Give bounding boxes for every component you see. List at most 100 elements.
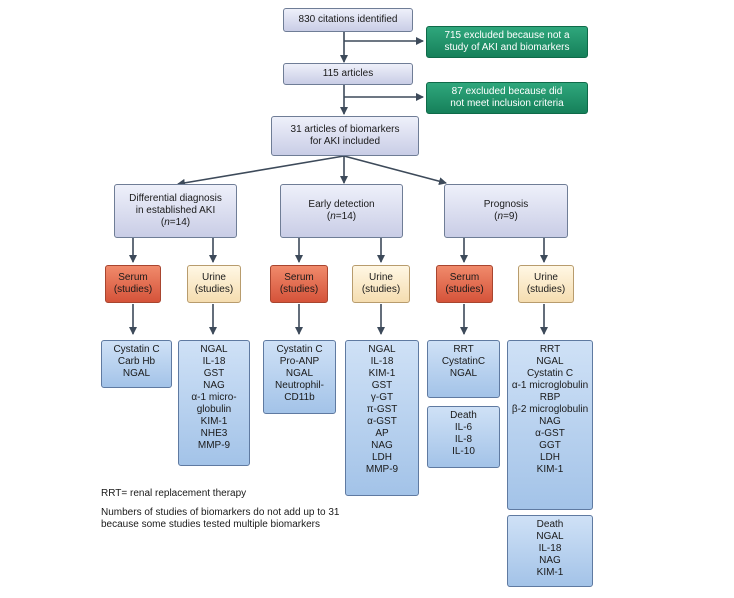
biomarker-item: Neutrophil-: [275, 380, 324, 391]
prog-urine-death-biomarkers: Death NGAL IL-18 NAG KIM-1: [507, 515, 593, 587]
included-box: 31 articles of biomarkers for AKI includ…: [271, 116, 419, 156]
diff-serum-box: Serum (studies): [105, 265, 161, 303]
differential-line-1: Differential diagnosis: [129, 193, 222, 204]
identified-box: 830 citations identified: [283, 8, 413, 32]
biomarker-item: NGAL: [368, 344, 396, 355]
biomarker-item: NGAL: [536, 356, 564, 367]
prog-serum-death-biomarkers: Death IL-6 IL-8 IL-10: [427, 406, 500, 468]
biomarker-item: Death: [450, 410, 477, 421]
biomarker-item: α-1 micro-: [191, 392, 237, 403]
prog-urine-rrt-biomarkers: RRT NGAL Cystatin C α-1 microglobulin RB…: [507, 340, 593, 510]
biomarker-item: α-GST: [535, 428, 565, 439]
prognosis-line-1: Prognosis: [483, 199, 529, 210]
arrow-to-differential: [177, 155, 345, 187]
serum-label: Serum: [284, 272, 314, 283]
biomarker-item: GST: [203, 368, 225, 379]
rrt-footnote: RRT= renal replacement therapy: [101, 488, 247, 499]
biomarker-item: KIM-1: [368, 368, 396, 379]
biomarker-item: NGAL: [122, 368, 151, 379]
early-line-1: Early detection: [308, 199, 375, 210]
urine-sub: (studies): [526, 284, 566, 295]
serum-sub: (studies): [445, 284, 484, 295]
biomarker-item: IL-6: [454, 422, 473, 433]
biomarker-item: CystatinC: [441, 356, 486, 367]
prog-serum-rrt-biomarkers: RRT CystatinC NGAL: [427, 340, 500, 398]
excluded2-line-2: not meet inclusion criteria: [450, 98, 564, 109]
prog-urine-box: Urine (studies): [518, 265, 574, 303]
biomarker-item: KIM-1: [536, 567, 564, 578]
biomarker-item: LDH: [539, 452, 560, 463]
biomarker-item: IL-18: [370, 356, 394, 367]
early-urine-biomarkers: NGAL IL-18 KIM-1 GST γ-GT π-GST α-GST AP…: [345, 340, 419, 496]
biomarker-item: π-GST: [366, 404, 398, 415]
articles-text: 115 articles: [322, 68, 374, 79]
biomarker-item: IL-18: [202, 356, 226, 367]
early-serum-biomarkers: Cystatin C Pro-ANP NGAL Neutrophil- CD11…: [263, 340, 336, 414]
serum-label: Serum: [449, 272, 480, 283]
category-prognosis: Prognosis (n=9): [444, 184, 568, 238]
biomarker-item: AP: [375, 428, 389, 439]
excluded2-line-1: 87 excluded because did: [451, 86, 563, 97]
differential-line-2: in established AKI: [135, 205, 216, 216]
biomarker-item: MMP-9: [197, 440, 231, 451]
biomarker-item: CD11b: [284, 392, 315, 403]
early-count: (n=14): [326, 211, 357, 222]
biomarker-item: α-GST: [367, 416, 397, 427]
biomarker-item: GST: [371, 380, 393, 391]
biomarker-item: IL-18: [538, 543, 562, 554]
biomarker-item: Carb Hb: [117, 356, 156, 367]
biomarker-item: globulin: [196, 404, 232, 415]
biomarker-item: RRT: [453, 344, 474, 355]
category-differential-diagnosis: Differential diagnosis in established AK…: [114, 184, 237, 238]
excluded1-line-2: study of AKI and biomarkers: [444, 42, 570, 53]
biomarker-item: γ-GT: [370, 392, 394, 403]
urine-label: Urine: [202, 272, 226, 283]
differential-count: (n=14): [160, 217, 191, 228]
diff-urine-box: Urine (studies): [187, 265, 241, 303]
biomarker-item: KIM-1: [200, 416, 228, 427]
biomarker-item: NAG: [203, 380, 225, 391]
serum-sub: (studies): [113, 284, 153, 295]
biomarker-item: MMP-9: [365, 464, 399, 475]
prognosis-count: (n=9): [494, 211, 518, 222]
excluded1-line-1: 715 excluded because not a: [444, 30, 570, 41]
biomarker-item: NGAL: [449, 368, 478, 379]
serum-sub: (studies): [279, 284, 319, 295]
biomarker-item: NGAL: [200, 344, 228, 355]
biomarker-item: Cystatin C: [276, 344, 323, 355]
biomarker-item: Cystatin C: [113, 344, 160, 355]
early-urine-box: Urine (studies): [352, 265, 410, 303]
biomarker-item: β-2 microglobulin: [511, 404, 589, 415]
count-footnote-line-1: Numbers of studies of biomarkers do not …: [101, 507, 340, 518]
biomarker-item: Cystatin C: [526, 368, 574, 379]
biomarker-item: RBP: [539, 392, 561, 403]
diff-urine-biomarkers: NGAL IL-18 GST NAG α-1 micro- globulin K…: [178, 340, 250, 466]
count-footnote: Numbers of studies of biomarkers do not …: [101, 507, 339, 531]
biomarker-item: Death: [536, 519, 564, 530]
count-footnote-line-2: because some studies tested multiple bio…: [101, 519, 320, 530]
biomarker-item: α-1 microglobulin: [511, 380, 589, 391]
included-line-1: 31 articles of biomarkers: [290, 124, 400, 135]
serum-label: Serum: [118, 272, 148, 283]
biomarker-item: NAG: [539, 416, 561, 427]
category-early-detection: Early detection (n=14): [280, 184, 403, 238]
biomarker-item: NAG: [371, 440, 393, 451]
arrow-to-prognosis: [343, 155, 447, 186]
biomarker-item: GGT: [539, 440, 561, 451]
biomarker-item: Pro-ANP: [279, 356, 320, 367]
biomarker-item: NHE3: [200, 428, 228, 439]
biomarker-item: NGAL: [285, 368, 314, 379]
excluded-criteria-box: 87 excluded because did not meet inclusi…: [426, 82, 588, 114]
identified-text: 830 citations identified: [298, 14, 398, 25]
biomarker-item: NGAL: [536, 531, 564, 542]
biomarker-item: LDH: [371, 452, 392, 463]
urine-sub: (studies): [361, 284, 401, 295]
biomarker-item: NAG: [539, 555, 561, 566]
biomarker-item: IL-8: [454, 434, 473, 445]
urine-label: Urine: [369, 272, 393, 283]
urine-sub: (studies): [194, 284, 234, 295]
biomarker-item: IL-10: [452, 446, 475, 457]
articles-box: 115 articles: [283, 63, 413, 85]
excluded-not-study-box: 715 excluded because not a study of AKI …: [426, 26, 588, 58]
